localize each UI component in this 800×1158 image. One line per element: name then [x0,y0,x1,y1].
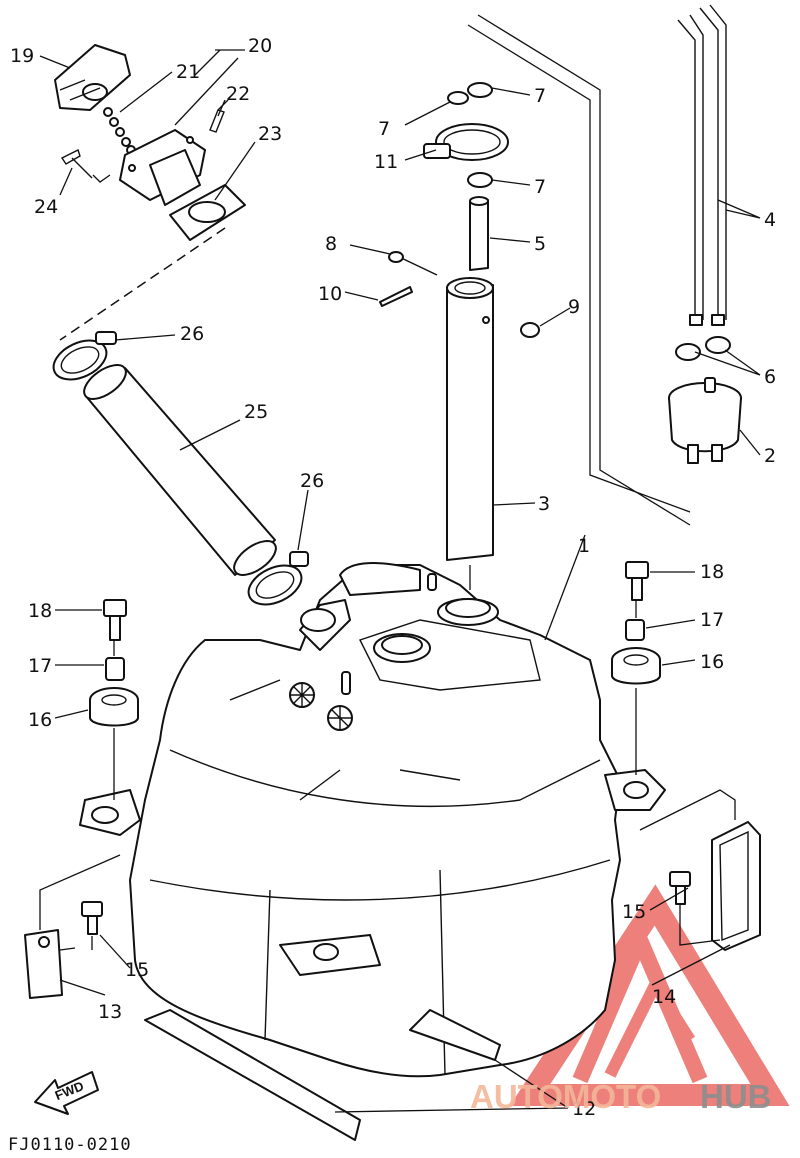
collar-right [625,619,645,641]
mount-bolt-right [625,561,649,601]
callout-6: 6 [764,366,776,388]
callout-5: 5 [534,233,546,255]
callout-22: 22 [226,83,250,105]
fuel-filter [668,377,742,464]
collar-left [105,657,125,681]
hose-clamp-lower [247,551,309,606]
callout-7a: 7 [534,85,546,107]
callout-25: 25 [244,401,268,423]
callout-16a: 16 [28,709,52,731]
damper-right [611,647,661,685]
callout-1: 1 [578,535,590,557]
pipe-clips [675,336,731,361]
watermark-suffix: HUB [700,1078,772,1115]
callout-8: 8 [325,233,337,255]
bolt-8 [388,251,438,276]
hose-clamp-upper [52,331,117,381]
small-clip-lower [467,172,493,188]
callout-19: 19 [10,45,34,67]
callout-15b: 15 [622,901,646,923]
callout-24: 24 [34,196,58,218]
hose-band-clamp [423,123,509,161]
leader-lines [39,14,761,1113]
filler-flange-gasket [169,184,246,241]
bracket-14 [711,821,761,951]
bracket-13 [24,929,63,999]
inner-pipe [469,196,489,271]
callout-2: 2 [764,445,776,467]
callout-26a: 26 [180,323,204,345]
callout-labels: 1 2 3 4 5 6 7 7 7 8 9 10 11 12 13 14 15 … [10,35,776,1120]
breather-pipes [677,4,727,326]
washer-9 [520,322,540,338]
callout-13: 13 [98,1001,122,1023]
callout-21: 21 [176,61,200,83]
fuel-pipe [446,277,494,561]
callout-20: 20 [248,35,272,57]
tank-pad-strips [144,1009,501,1141]
callout-11: 11 [374,151,398,173]
small-clip-top [447,82,493,105]
callout-4: 4 [764,209,776,231]
filler-gasket-beads [103,107,136,155]
callout-17a: 17 [28,655,52,677]
callout-18b: 18 [700,561,724,583]
pin-10 [379,286,413,307]
filler-neck [119,129,206,206]
watermark-text: AUTOMOTO HUB [470,1078,772,1115]
bolt-15-left [81,901,103,935]
callout-7b: 7 [378,118,390,140]
fuel-tank [79,562,666,1078]
callout-12: 12 [572,1098,596,1120]
filler-hose [83,364,277,576]
damper-left [89,687,139,727]
watermark-prefix: AUTOMOTO [470,1078,661,1115]
callout-7c: 7 [534,176,546,198]
fwd-arrow-icon: FWD [34,1071,99,1115]
callout-14: 14 [652,986,676,1008]
fuel-cap [54,44,131,111]
callout-9: 9 [568,296,580,318]
mount-bolt-left [103,599,127,641]
callout-18a: 18 [28,600,52,622]
callout-3: 3 [538,493,550,515]
diagram-code: FJ0110-0210 [8,1135,132,1155]
callout-16b: 16 [700,651,724,673]
callout-26b: 26 [300,470,324,492]
small-screw [60,149,93,179]
callout-23: 23 [258,123,282,145]
callout-10: 10 [318,283,342,305]
callout-17b: 17 [700,609,724,631]
callout-15a: 15 [125,959,149,981]
